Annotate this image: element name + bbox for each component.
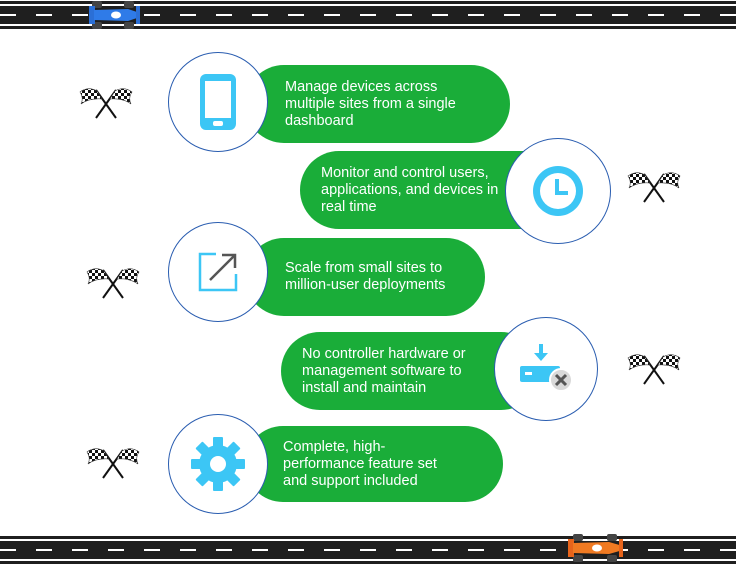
feature-text-2: Monitor and control users, applications,… (321, 164, 499, 215)
checkered-flags-icon (86, 267, 140, 299)
phone-icon (200, 74, 236, 130)
feature-pill-1: Manage devices across multiple sites fro… (245, 65, 510, 143)
checkered-flags-icon (79, 87, 133, 119)
feature-text-3: Scale from small sites to million-user d… (285, 260, 446, 293)
no-hardware-icon (520, 344, 573, 392)
road-lane-dashes (0, 14, 736, 16)
road-edge-line (0, 24, 736, 26)
feature-text-4: No controller hardware or management sof… (302, 345, 466, 396)
checkered-flags-icon (627, 171, 681, 203)
feature-icon-circle-5 (168, 414, 268, 514)
gear-icon (191, 437, 245, 491)
feature-pill-5: Complete, high-performance feature set a… (245, 426, 503, 502)
bottom-road (0, 536, 736, 564)
feature-icon-circle-4 (494, 317, 598, 421)
blue-race-car-icon (89, 1, 140, 29)
road-lane-dashes (0, 549, 736, 551)
orange-race-car-icon (568, 534, 623, 562)
checkered-flags-icon (86, 447, 140, 479)
clock-icon (533, 166, 583, 216)
expand-arrow-icon (198, 252, 238, 292)
feature-icon-circle-1 (168, 52, 268, 152)
checkered-flags-icon (627, 353, 681, 385)
road-edge-line (0, 559, 736, 561)
feature-text-5: Complete, high-performance feature set a… (283, 438, 437, 489)
feature-icon-circle-2 (505, 138, 611, 244)
feature-pill-3: Scale from small sites to million-user d… (245, 238, 485, 316)
road-edge-line (0, 4, 736, 6)
road-edge-line (0, 539, 736, 541)
feature-icon-circle-3 (168, 222, 268, 322)
feature-text-1: Manage devices across multiple sites fro… (285, 78, 456, 129)
